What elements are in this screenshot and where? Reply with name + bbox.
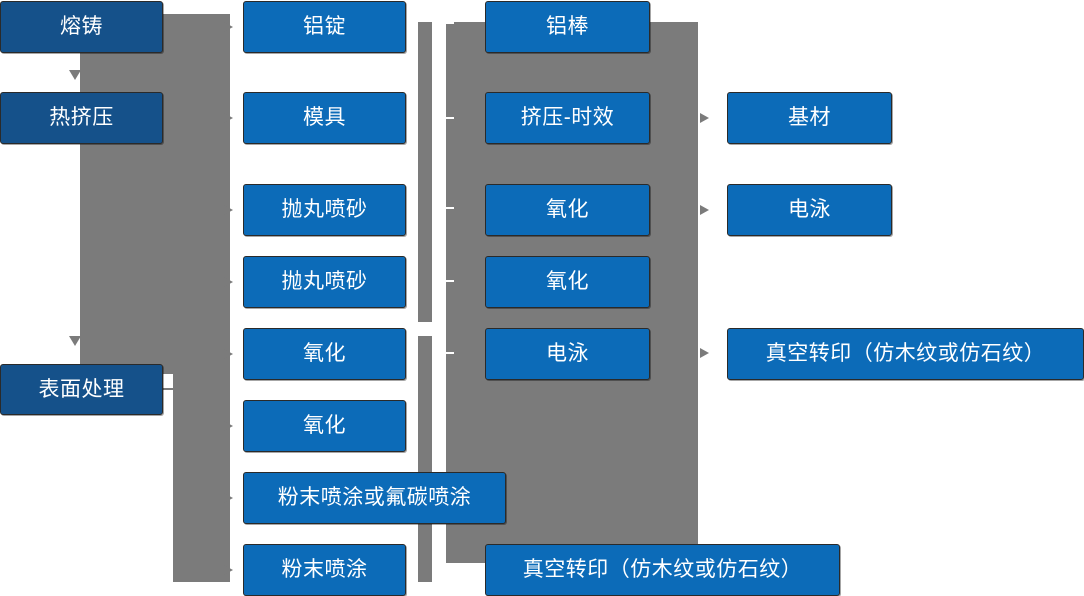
process-box-aluminum-ingot[interactable]: 铝锭 — [243, 0, 406, 53]
left-band-arrow-7 — [222, 492, 233, 504]
process-label: 抛丸喷砂 — [281, 270, 368, 294]
bracket-tick-6 — [432, 570, 454, 572]
stage-label: 熔铸 — [60, 15, 103, 39]
process-box-shot-blasting-2[interactable]: 抛丸喷砂 — [243, 253, 406, 308]
stage-label: 热挤压 — [49, 106, 114, 130]
bracket-tick-4 — [432, 280, 454, 282]
intermediate-label: 真空转印（仿木纹或仿石纹） — [522, 558, 803, 582]
right-band-arrow-3 — [700, 348, 709, 358]
bracket-tick-5 — [432, 352, 454, 354]
left-connector-band-lower — [173, 374, 230, 582]
process-label: 粉末喷涂或氟碳喷涂 — [277, 486, 472, 510]
intermediate-box-aluminum-bar[interactable]: 铝棒 — [485, 0, 650, 53]
left-band-arrow-1 — [222, 21, 233, 33]
output-label: 真空转印（仿木纹或仿石纹） — [765, 342, 1046, 366]
intermediate-label: 铝棒 — [546, 15, 589, 39]
process-box-powder-coating[interactable]: 粉末喷涂 — [243, 541, 406, 596]
process-box-oxidation-2[interactable]: 氧化 — [243, 397, 406, 452]
bracket-tick-3 — [432, 207, 454, 209]
process-label: 抛丸喷砂 — [281, 198, 368, 222]
process-box-mold[interactable]: 模具 — [243, 89, 406, 144]
process-box-oxidation-1[interactable]: 氧化 — [243, 325, 406, 380]
intermediate-box-electrophoresis[interactable]: 电泳 — [485, 325, 650, 380]
output-label: 基材 — [788, 106, 831, 130]
left-band-arrow-6 — [222, 420, 233, 432]
left-band-arrow-3 — [222, 204, 233, 216]
left-band-arrow-2 — [222, 112, 233, 124]
right-band-arrow-2 — [700, 205, 709, 215]
right-band-arrow-1 — [700, 113, 709, 123]
left-connector-band-upper — [80, 14, 230, 374]
process-label: 氧化 — [303, 342, 346, 366]
left-band-down-arrow-2 — [69, 336, 81, 346]
process-box-shot-blasting-1[interactable]: 抛丸喷砂 — [243, 181, 406, 236]
process-label: 粉末喷涂 — [281, 558, 368, 582]
output-box-electrophoresis[interactable]: 电泳 — [727, 181, 892, 236]
intermediate-label: 电泳 — [546, 342, 589, 366]
intermediate-box-oxidation-2[interactable]: 氧化 — [485, 253, 650, 308]
bracket-tick-2 — [432, 117, 454, 119]
intermediate-label: 挤压-时效 — [520, 106, 615, 130]
process-box-powder-or-fluorocarbon-coating[interactable]: 粉末喷涂或氟碳喷涂 — [243, 469, 506, 524]
middle-bracket-bar-left — [418, 22, 432, 322]
intermediate-box-vacuum-transfer-printing[interactable]: 真空转印（仿木纹或仿石纹） — [485, 541, 840, 596]
stage-box-hot-extrusion[interactable]: 热挤压 — [0, 92, 163, 144]
output-label: 电泳 — [788, 198, 831, 222]
intermediate-box-oxidation-1[interactable]: 氧化 — [485, 181, 650, 236]
left-band-arrow-4 — [222, 276, 233, 288]
process-label: 模具 — [303, 106, 346, 130]
intermediate-label: 氧化 — [546, 198, 589, 222]
process-label: 铝锭 — [303, 15, 346, 39]
process-label: 氧化 — [303, 414, 346, 438]
output-box-vacuum-transfer-printing[interactable]: 真空转印（仿木纹或仿石纹） — [727, 325, 1084, 380]
stage-box-surface-treatment[interactable]: 表面处理 — [0, 364, 163, 415]
left-band-arrow-5 — [222, 348, 233, 360]
bracket-tick-1 — [432, 22, 454, 24]
stage-label: 表面处理 — [38, 377, 125, 401]
intermediate-box-extrusion-aging[interactable]: 挤压-时效 — [485, 89, 650, 144]
intermediate-label: 氧化 — [546, 270, 589, 294]
left-band-down-arrow-1 — [69, 70, 81, 80]
output-box-substrate[interactable]: 基材 — [727, 89, 892, 144]
surface-treatment-connector-line — [163, 388, 177, 390]
stage-box-melt-cast[interactable]: 熔铸 — [0, 1, 163, 53]
left-band-arrow-8 — [222, 564, 233, 576]
middle-bracket-bar-left-lower — [418, 336, 432, 582]
